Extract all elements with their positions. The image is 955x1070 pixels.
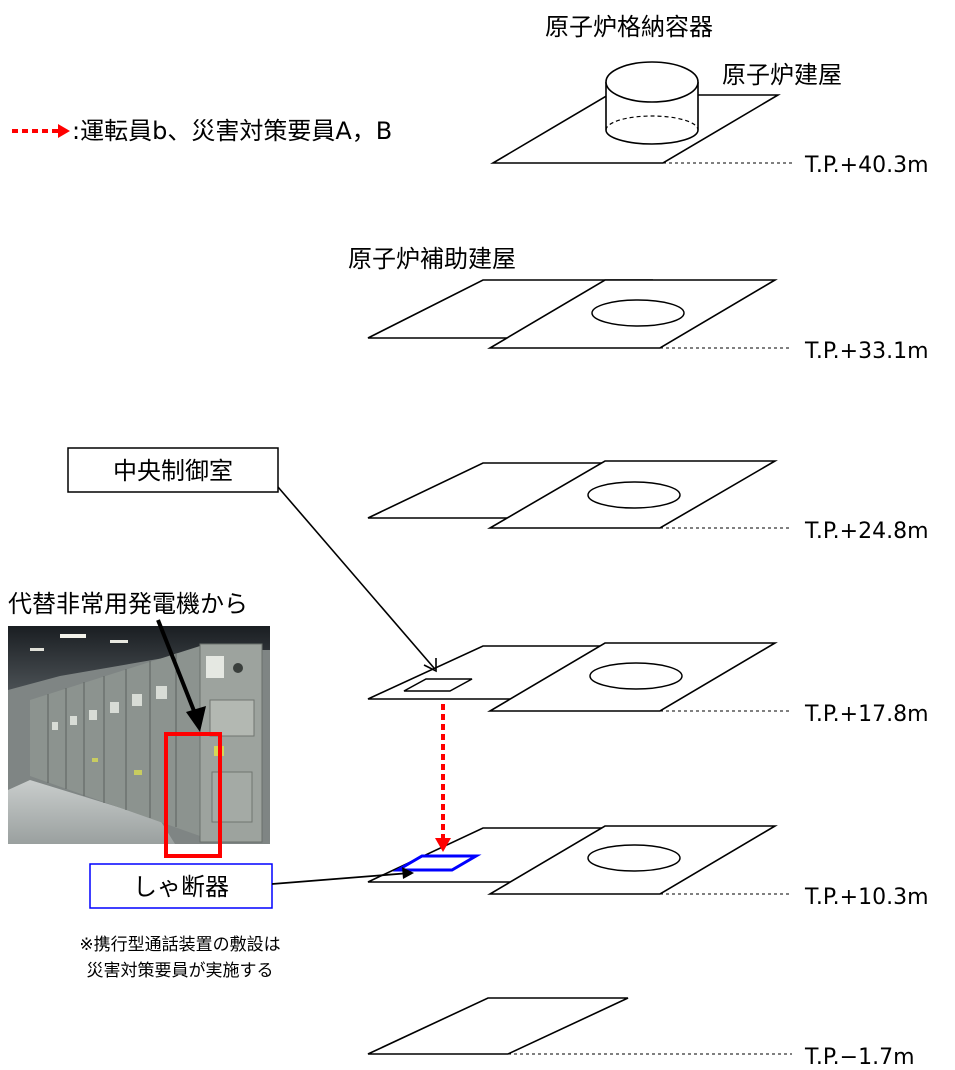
breaker-highlight-box <box>164 732 222 858</box>
basement-plate <box>367 997 629 1055</box>
legend-arrow-head-icon <box>58 124 70 138</box>
floor-33-1: 原子炉補助建屋 T.P.+33.1m <box>348 245 929 364</box>
elevation-label: T.P.+24.8m <box>804 519 929 544</box>
control-room-callout: 中央制御室 <box>67 447 437 673</box>
containment-outline <box>589 662 683 690</box>
elevation-label: T.P.+10.3m <box>804 885 929 910</box>
containment-outline <box>591 299 685 327</box>
switchgear-photo <box>8 626 270 858</box>
reactor-building-plate <box>487 279 778 349</box>
elevation-label: T.P.−1.7m <box>804 1045 915 1070</box>
floor-minus-1-7: T.P.−1.7m <box>367 997 915 1070</box>
reactor-building-plate <box>487 825 778 895</box>
breaker-room-area <box>392 854 482 872</box>
control-room-area <box>403 678 473 692</box>
legend-text: :運転員b、災害対策要員A，B <box>72 117 392 145</box>
control-room-callout-box <box>67 447 279 493</box>
floor-24-8: T.P.+24.8m <box>367 460 929 544</box>
elevation-label: T.P.+40.3m <box>804 153 929 178</box>
containment-outline <box>587 481 681 509</box>
route-arrow-head-icon <box>435 838 451 852</box>
arrow-head-icon <box>423 658 437 673</box>
arrow-head-icon <box>186 706 206 732</box>
reactor-building-plate <box>487 642 778 712</box>
route-arrow <box>435 704 451 852</box>
arrow-head-icon <box>402 867 414 879</box>
control-room-label: 中央制御室 <box>113 457 233 485</box>
breaker-callout-box <box>89 863 273 909</box>
note: ※携行型通話装置の敷設は 災害対策要員が実施する <box>79 935 280 981</box>
generator-callout: 代替非常用発電機から <box>8 590 248 732</box>
containment-outline <box>587 844 681 872</box>
label-reactor-building: 原子炉建屋 <box>722 61 842 89</box>
note-line-1: ※携行型通話装置の敷設は <box>79 935 280 955</box>
reactor-building-plate <box>487 460 778 529</box>
floor-10-3: T.P.+10.3m <box>367 825 929 910</box>
elevation-label: T.P.+17.8m <box>804 702 929 727</box>
generator-label: 代替非常用発電機から <box>8 590 248 618</box>
floor-40-3: 原子炉格納容器 原子炉建屋 T.P.+40.3m <box>490 13 929 178</box>
legend: :運転員b、災害対策要員A，B <box>12 117 392 145</box>
elevation-label: T.P.+33.1m <box>804 339 929 364</box>
floor-17-8: T.P.+17.8m <box>367 642 929 727</box>
breaker-label: しゃ断器 <box>133 873 229 901</box>
breaker-callout: しゃ断器 <box>89 863 414 909</box>
containment-cylinder <box>605 61 699 145</box>
note-line-2: 災害対策要員が実施する <box>87 961 274 981</box>
label-containment: 原子炉格納容器 <box>545 13 713 41</box>
label-auxiliary-building: 原子炉補助建屋 <box>348 245 516 273</box>
